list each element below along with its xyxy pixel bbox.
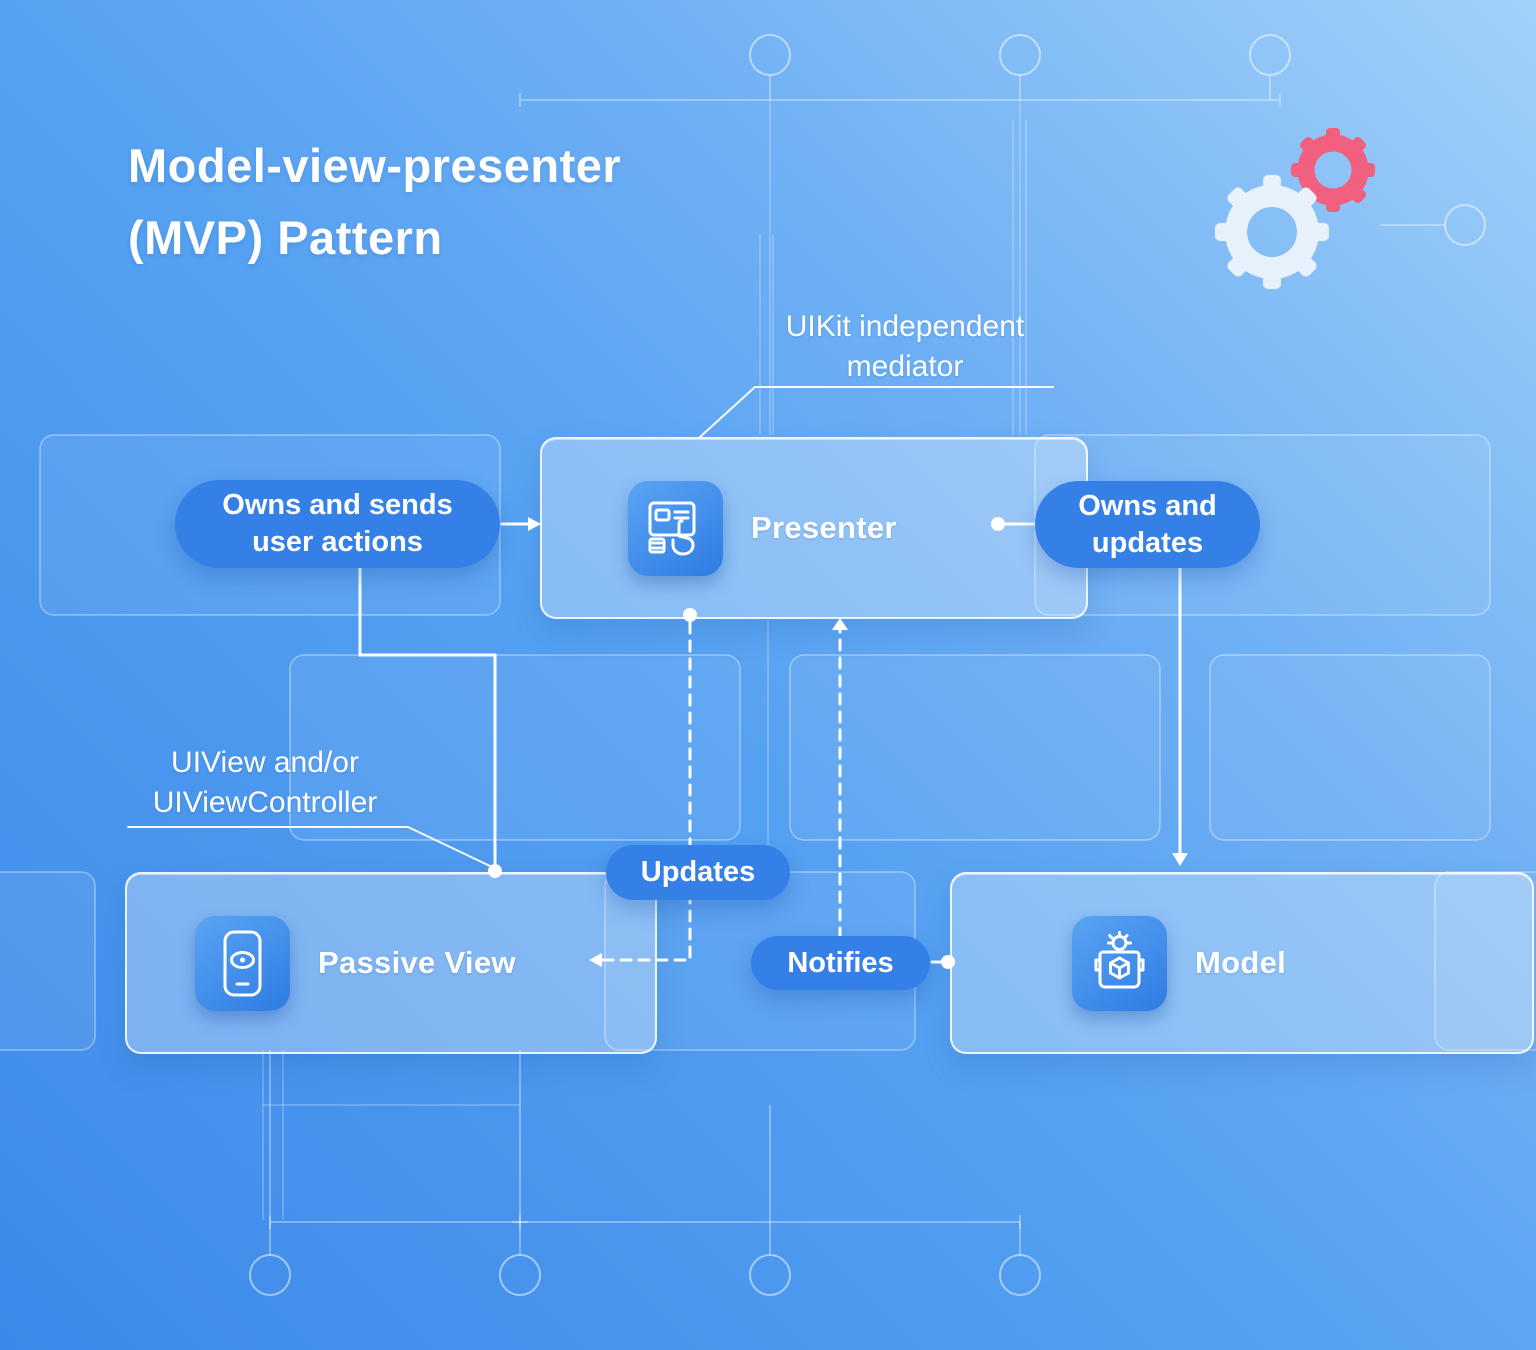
title-line2: (MVP) Pattern xyxy=(128,211,443,264)
passive-view-icon-tile xyxy=(195,915,290,1011)
owns-sends-line1: Owns and sends xyxy=(222,489,453,522)
edge-label-updates: Updates xyxy=(606,845,790,900)
model-label: Model xyxy=(1195,945,1287,980)
view-annotation-line1: UIView and/or xyxy=(171,746,359,779)
decor-lines xyxy=(269,75,1445,1255)
gear-icon-light xyxy=(1215,175,1329,289)
presenter-icon-tile xyxy=(628,480,723,576)
node-presenter: Presenter xyxy=(540,437,1088,619)
annotation-view: UIView and/or UIViewController xyxy=(115,743,415,823)
gear-icon-pink xyxy=(1291,128,1375,212)
owns-updates-line2: updates xyxy=(1091,526,1204,559)
model-icon-tile xyxy=(1072,915,1167,1011)
mediator-line2: mediator xyxy=(846,350,964,383)
mediator-line1: UIKit independent xyxy=(785,310,1025,343)
decor-faint-lines xyxy=(262,100,1027,1220)
edge-label-owns-and-sends: Owns and sends user actions xyxy=(175,480,500,568)
edge-label-owns-and-updates: Owns and updates xyxy=(1035,481,1260,568)
updates-label: Updates xyxy=(640,856,756,889)
owns-sends-line2: user actions xyxy=(252,526,423,558)
decor-circles xyxy=(249,34,1486,1296)
view-annotation-line2: UIViewController xyxy=(152,786,378,819)
cube-gear-icon xyxy=(1094,930,1145,988)
notifies-label: Notifies xyxy=(787,946,894,979)
presenter-label: Presenter xyxy=(751,510,897,545)
page-title: Model-view-presenter (MVP) Pattern xyxy=(128,130,621,274)
passive-view-label: Passive View xyxy=(318,945,516,980)
annotation-mediator: UIKit independent mediator xyxy=(705,307,1105,387)
owns-updates-line1: Owns and xyxy=(1078,489,1217,522)
phone-icon xyxy=(223,930,262,996)
screen-tap-icon xyxy=(648,501,696,555)
edge-label-notifies: Notifies xyxy=(751,936,930,990)
title-line1: Model-view-presenter xyxy=(128,139,622,192)
node-model: Model xyxy=(950,872,1534,1054)
node-passive-view: Passive View xyxy=(125,872,657,1054)
